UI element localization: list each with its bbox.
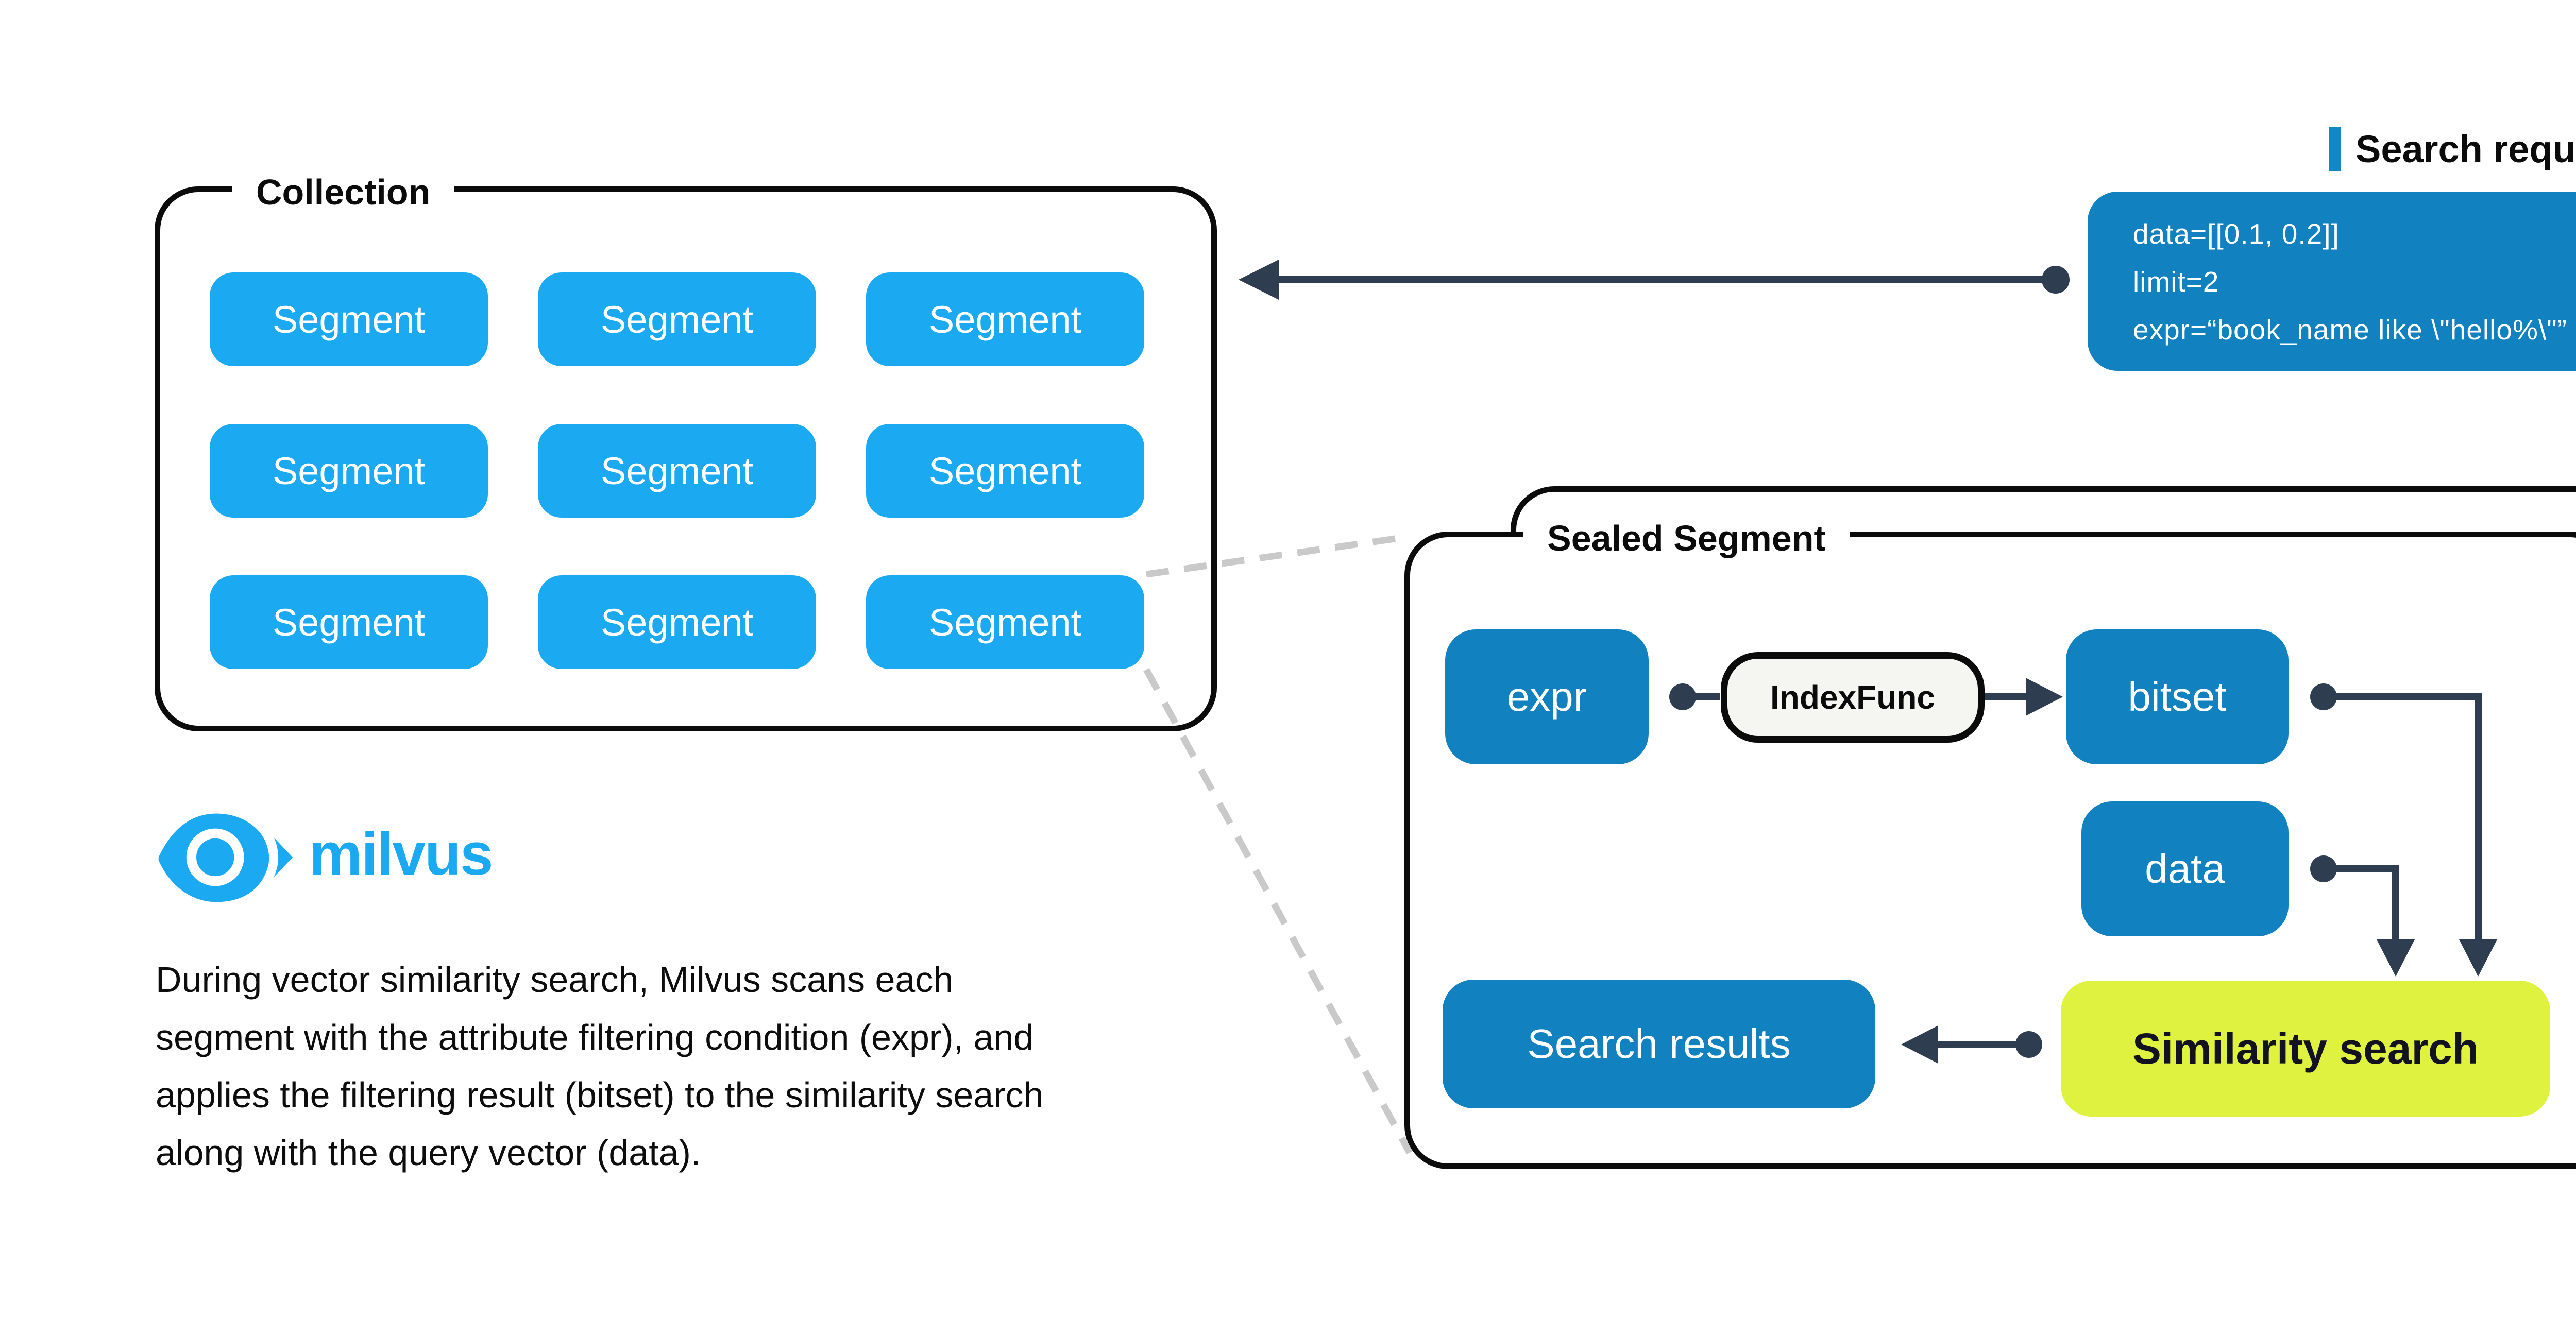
segment-box: Segment bbox=[538, 575, 816, 669]
search-results-box: Search results bbox=[1443, 980, 1875, 1108]
segment-box: Segment bbox=[866, 424, 1144, 518]
code-line-expr: expr=“book_name like \"hello%\"” bbox=[2133, 314, 2567, 346]
expr-box: expr bbox=[1445, 629, 1649, 764]
request-arrow-dot bbox=[2042, 266, 2070, 294]
milvus-eye-icon bbox=[158, 813, 293, 902]
segment-box: Segment bbox=[866, 575, 1144, 669]
search-request-label: Search request bbox=[2329, 127, 2576, 171]
description-line: along with the query vector (data). bbox=[156, 1133, 701, 1173]
dashed-zoom-link-bottom bbox=[1143, 667, 1413, 1155]
description-line: segment with the attribute filtering con… bbox=[156, 1017, 1034, 1057]
milvus-logo: milvus bbox=[155, 808, 493, 907]
indexfunc-box: IndexFunc bbox=[1721, 652, 1985, 743]
search-request-code-box: data=[[0.1, 0.2]] limit=2 expr=“book_nam… bbox=[2088, 192, 2576, 371]
search-request-text: Search request bbox=[2355, 127, 2576, 170]
code-line-data: data=[[0.1, 0.2]] bbox=[2133, 218, 2340, 250]
code-line-limit: limit=2 bbox=[2133, 266, 2219, 298]
description-text: During vector similarity search, Milvus … bbox=[156, 951, 1043, 1182]
segment-box: Segment bbox=[866, 272, 1144, 366]
description-line: applies the filtering result (bitset) to… bbox=[156, 1075, 1044, 1115]
bitset-box: bitset bbox=[2066, 629, 2289, 764]
description-line: During vector similarity search, Milvus … bbox=[156, 960, 954, 1000]
segment-box: Segment bbox=[210, 424, 488, 518]
data-box: data bbox=[2081, 801, 2289, 936]
similarity-search-box: Similarity search bbox=[2061, 981, 2550, 1117]
segment-grid: Segment Segment Segment Segment Segment … bbox=[210, 272, 1144, 669]
search-request-bar-icon bbox=[2329, 127, 2341, 171]
segment-box: Segment bbox=[538, 424, 816, 518]
segment-box: Segment bbox=[538, 272, 816, 366]
collection-box: Collection Segment Segment Segment Segme… bbox=[155, 165, 1217, 731]
sealed-segment-label: Sealed Segment bbox=[1523, 511, 1850, 565]
segment-box: Segment bbox=[210, 272, 488, 366]
request-arrowhead bbox=[1239, 260, 1279, 300]
collection-label: Collection bbox=[232, 165, 454, 219]
milvus-wordmark: milvus bbox=[309, 820, 493, 887]
segment-box: Segment bbox=[210, 575, 488, 669]
